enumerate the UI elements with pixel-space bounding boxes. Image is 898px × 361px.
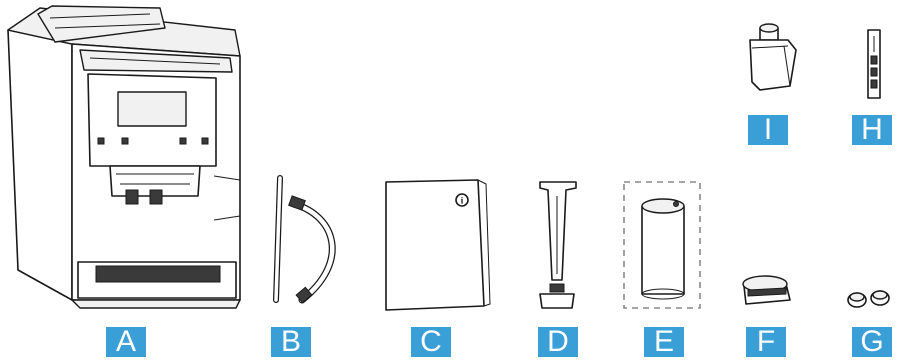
label-a: A bbox=[106, 327, 146, 357]
milk-container-icon bbox=[624, 182, 700, 308]
water-hardness-test-strip-icon bbox=[868, 30, 880, 98]
label-f: F bbox=[746, 327, 786, 357]
label-g: G bbox=[852, 327, 892, 357]
label-e: E bbox=[644, 327, 684, 357]
label-b: B bbox=[271, 327, 311, 357]
label-i: I bbox=[748, 115, 788, 145]
cleaning-tablets-icon bbox=[848, 291, 889, 307]
instruction-manual-icon: i bbox=[386, 180, 490, 310]
label-d: D bbox=[538, 327, 578, 357]
measuring-spoon-icon bbox=[540, 182, 576, 308]
milk-tube-icon bbox=[276, 178, 332, 303]
label-h: H bbox=[852, 115, 892, 145]
label-c: C bbox=[411, 327, 451, 357]
coffee-machine-icon bbox=[8, 6, 240, 308]
milk-frother-part-icon bbox=[743, 276, 790, 304]
water-filter-icon bbox=[750, 24, 796, 90]
